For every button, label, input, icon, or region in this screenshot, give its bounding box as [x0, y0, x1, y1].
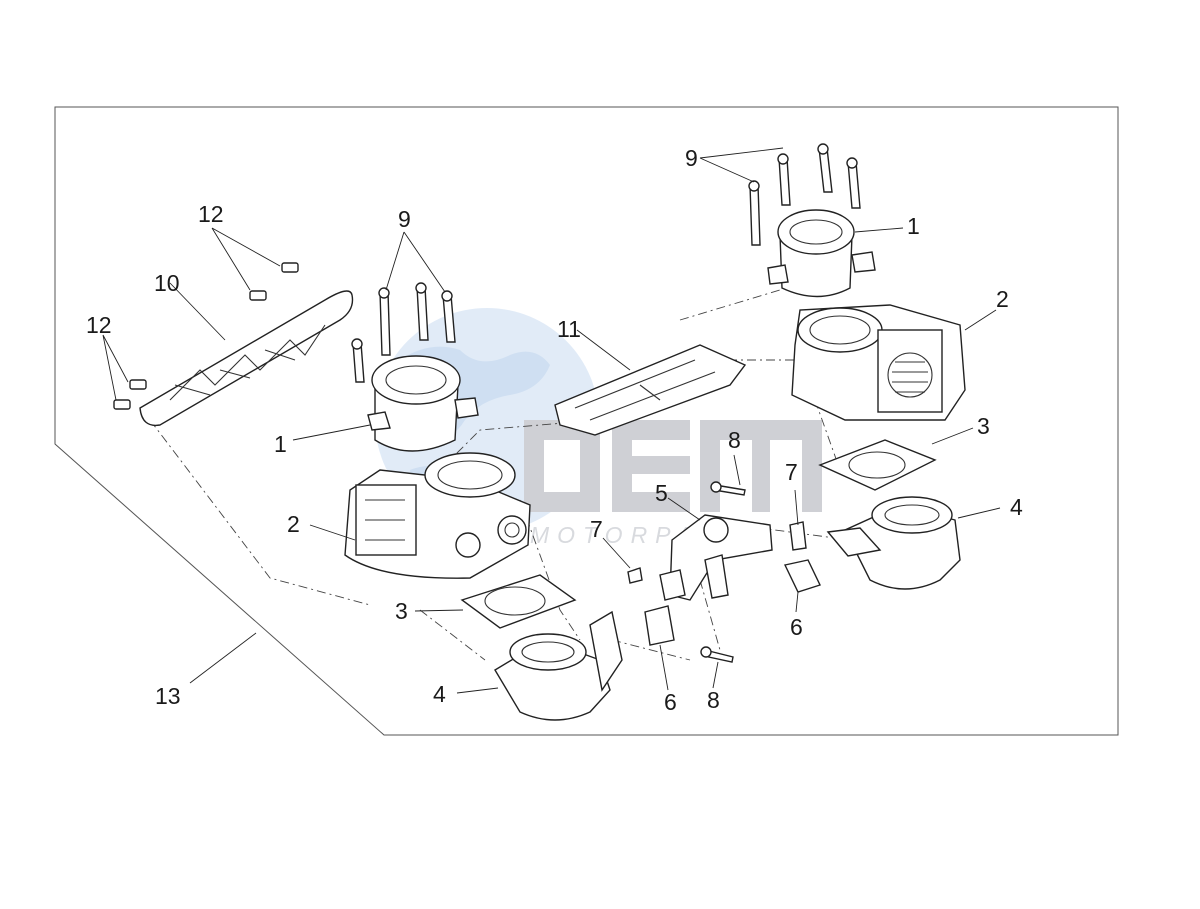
callout-9-left: 9 — [398, 206, 411, 232]
part-3-gasket-right — [818, 439, 937, 491]
part-1-intake-left — [367, 355, 479, 452]
callout-2-left: 2 — [287, 511, 300, 537]
callout-3-left: 3 — [395, 598, 408, 624]
part-3-gasket-left — [460, 574, 577, 629]
part-2-throttle-left — [344, 452, 531, 579]
callout-6-right: 6 — [790, 614, 803, 640]
callout-6-left: 6 — [664, 689, 677, 715]
leader-lines — [102, 147, 1001, 694]
part-2-throttle-right — [791, 304, 966, 421]
callout-1-right: 1 — [907, 213, 920, 239]
callout-8-top: 8 — [728, 427, 741, 453]
callout-7-right: 7 — [785, 459, 798, 485]
part-10-bracket — [139, 290, 354, 427]
watermark-letter-m — [700, 420, 822, 512]
part-8-screws — [700, 481, 746, 663]
part-5-fuel-rail — [669, 514, 773, 601]
callout-3-right: 3 — [977, 413, 990, 439]
part-9-bolts-left — [351, 282, 456, 383]
callout-12-left: 12 — [86, 312, 112, 338]
callout-12-top: 12 — [198, 201, 224, 227]
callout-5: 5 — [655, 480, 668, 506]
callout-11: 11 — [557, 316, 581, 342]
part-6-injectors — [644, 559, 821, 646]
watermark-letter-e — [612, 420, 690, 512]
callout-labels: 9 9 12 12 10 11 1 1 2 2 3 3 4 4 5 8 7 7 … — [86, 145, 1023, 715]
callout-8-bottom: 8 — [707, 687, 720, 713]
callout-9-right: 9 — [685, 145, 698, 171]
callout-2-right: 2 — [996, 286, 1009, 312]
part-7-clips — [627, 521, 807, 584]
callout-7-left: 7 — [590, 516, 603, 542]
callout-13: 13 — [155, 683, 181, 709]
callout-4-left: 4 — [433, 681, 446, 707]
part-11-plate — [554, 344, 747, 436]
callout-1-left: 1 — [274, 431, 287, 457]
part-9-bolts-right — [748, 143, 861, 246]
part-4-body-left — [494, 610, 623, 721]
part-4-body-right — [826, 496, 961, 590]
callout-10: 10 — [154, 270, 180, 296]
callout-4-right: 4 — [1010, 494, 1023, 520]
assembly-frame — [54, 106, 1119, 736]
part-1-intake-right — [767, 209, 876, 298]
part-12-bolts — [113, 262, 299, 410]
